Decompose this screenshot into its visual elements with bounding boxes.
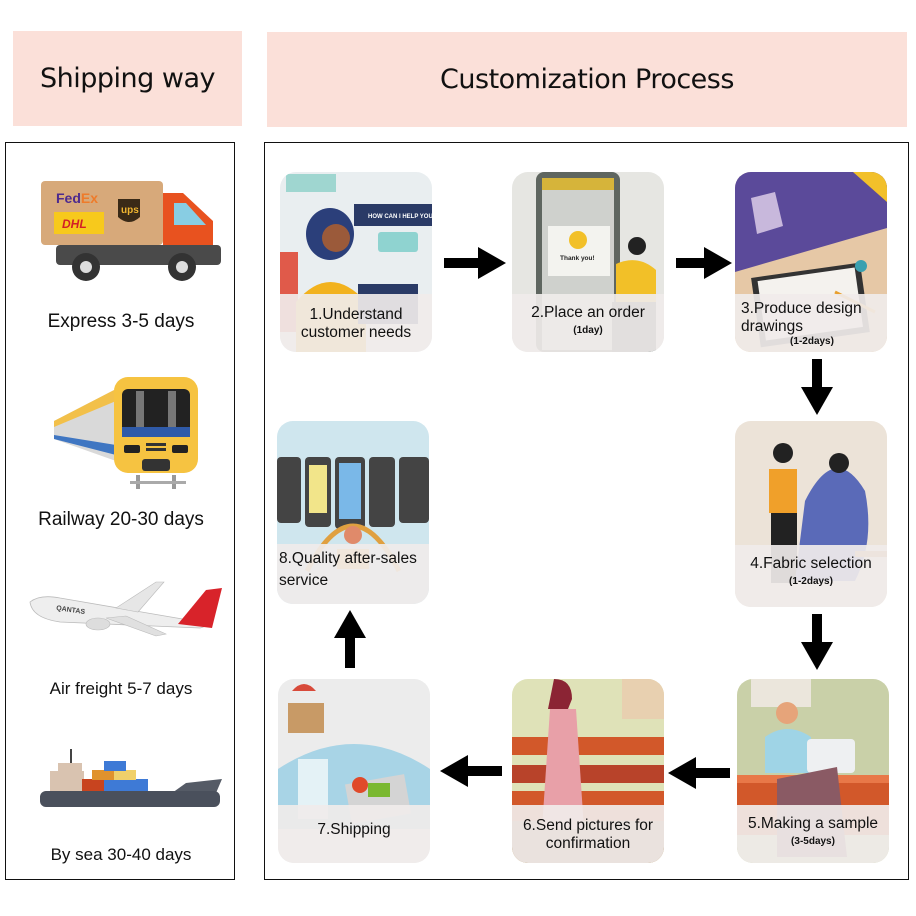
step-caption-1: 1.Understand customer needs (280, 294, 432, 352)
step-title-7: 7.Shipping (317, 821, 391, 838)
step-caption-6: 6.Send pictures for confirmation (512, 805, 664, 863)
step-title-2: 2.Place an order (531, 304, 645, 321)
step-card-4: 4.Fabric selection (1-2days) (735, 421, 887, 607)
shipping-method-sea (6, 743, 236, 823)
step-card-5: 5.Making a sample (3-5days) (737, 679, 889, 863)
step-title-3: 3.Produce design drawings (741, 300, 862, 335)
svg-text:HOW CAN I HELP YOU: HOW CAN I HELP YOU (368, 214, 432, 220)
step-duration-2: (1day) (573, 325, 603, 336)
step-caption-8: 8.Quality after-sales service (277, 544, 429, 604)
svg-text:ups: ups (121, 205, 139, 216)
step-card-1: HOW CAN I HELP YOU 1.Understand customer… (280, 172, 432, 352)
step-caption-4: 4.Fabric selection (1-2days) (735, 545, 887, 607)
shipping-way-header: Shipping way (13, 31, 242, 126)
step-title-1: 1.Understand customer needs (300, 306, 412, 341)
shipping-label-railway: Railway 20-30 days (38, 509, 204, 530)
step-title-4: 4.Fabric selection (750, 555, 872, 572)
shipping-label-express: Express 3-5 days (47, 311, 195, 332)
svg-text:Thank you!: Thank you! (560, 255, 595, 262)
shipping-way-title: Shipping way (40, 63, 215, 94)
train-icon (54, 377, 198, 489)
step-caption-5: 5.Making a sample (3-5days) (737, 805, 889, 863)
shipping-method-express: FedEx DHL ups (6, 179, 236, 289)
arrow-left-5-to-6 (668, 757, 730, 789)
step-card-2: Thank you! 2.Place an order (1day) (512, 172, 664, 352)
svg-text:FedEx: FedEx (56, 190, 98, 206)
shipping-method-railway (6, 371, 236, 491)
cargo-ship-icon (40, 749, 222, 807)
customization-process-title: Customization Process (440, 64, 734, 95)
truck-icon: FedEx DHL ups (41, 181, 221, 281)
shipping-method-air: QANTAS (6, 578, 236, 648)
arrow-right-2-to-3 (676, 247, 732, 279)
svg-text:DHL: DHL (62, 217, 87, 231)
step-title-8: 8.Quality after-sales service (279, 550, 417, 589)
shipping-methods-panel: FedEx DHL ups Express 3-5 days (5, 142, 235, 880)
step-duration-5: (3-5days) (791, 836, 835, 847)
arrow-down-3-to-4 (801, 359, 833, 415)
step-title-6: 6.Send pictures for confirmation (522, 817, 654, 852)
arrow-down-4-to-5 (801, 614, 833, 670)
step-card-6: 6.Send pictures for confirmation (512, 679, 664, 863)
svg-text:QANTAS: QANTAS (56, 605, 86, 616)
step-caption-3: 3.Produce design drawings (1-2days) (735, 294, 887, 352)
shipping-label-sea: By sea 30-40 days (50, 845, 192, 864)
step-caption-7: 7.Shipping (278, 805, 430, 863)
arrow-right-1-to-2 (444, 247, 506, 279)
step-card-3: 3.Produce design drawings (1-2days) (735, 172, 887, 352)
step-card-7: 7.Shipping (278, 679, 430, 863)
customization-process-header: Customization Process (267, 32, 907, 127)
arrow-up-7-to-8 (334, 610, 366, 668)
shipping-label-air: Air freight 5-7 days (49, 679, 193, 698)
step-title-5: 5.Making a sample (747, 815, 879, 832)
arrow-left-6-to-7 (440, 755, 502, 787)
step-caption-2: 2.Place an order (1day) (512, 294, 664, 352)
airplane-icon: QANTAS (29, 581, 222, 637)
step-duration-4: (1-2days) (789, 576, 833, 587)
step-card-8: 8.Quality after-sales service (277, 421, 429, 604)
step-duration-3: (1-2days) (790, 336, 834, 347)
